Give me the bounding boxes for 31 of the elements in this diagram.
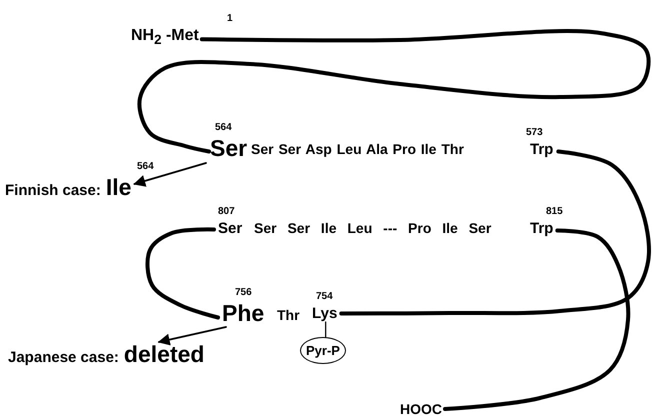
residue-label: Ile (106, 176, 132, 199)
residue-number: 573 (526, 128, 543, 138)
residue-label: Trp (530, 221, 554, 236)
chain-terminus-label: NH$_{2}$ -Met (131, 28, 199, 47)
connector-line (325, 321, 326, 338)
residue-label: Ser (210, 137, 248, 160)
residue-sequence: Ser Ser Ile Leu --- Pro Ile Ser (254, 221, 492, 235)
cofactor-ellipse: Pyr-P (300, 337, 346, 364)
residue-number: 756 (235, 288, 252, 298)
residue-number: 1 (227, 14, 233, 24)
residue-number: 807 (218, 207, 235, 217)
mutation-note: Finnish case: (5, 183, 101, 198)
arrow (158, 326, 227, 346)
residue-number: 564 (215, 123, 232, 133)
residue-number: 815 (546, 207, 563, 217)
residue-label: Trp (530, 142, 554, 157)
polypeptide-chain (137, 29, 651, 154)
residue-label: Phe (222, 302, 264, 325)
arrow (133, 162, 207, 187)
residue-number: 754 (316, 292, 333, 302)
polypeptide-chain (339, 150, 651, 316)
residue-number: 564 (137, 162, 154, 172)
polypeptide-chain (443, 228, 630, 411)
residue-label: Lys (312, 306, 338, 321)
residue-label: Ser (218, 221, 242, 236)
mutation-result: deleted (124, 343, 204, 366)
residue-sequence: Thr (277, 308, 300, 322)
mutation-note: Japanese case: (8, 350, 119, 365)
residue-sequence: Ser Ser Asp Leu Ala Pro Ile Thr (251, 142, 464, 156)
chain-terminus-label: HOOC (400, 402, 442, 416)
polypeptide-chain (146, 227, 220, 320)
